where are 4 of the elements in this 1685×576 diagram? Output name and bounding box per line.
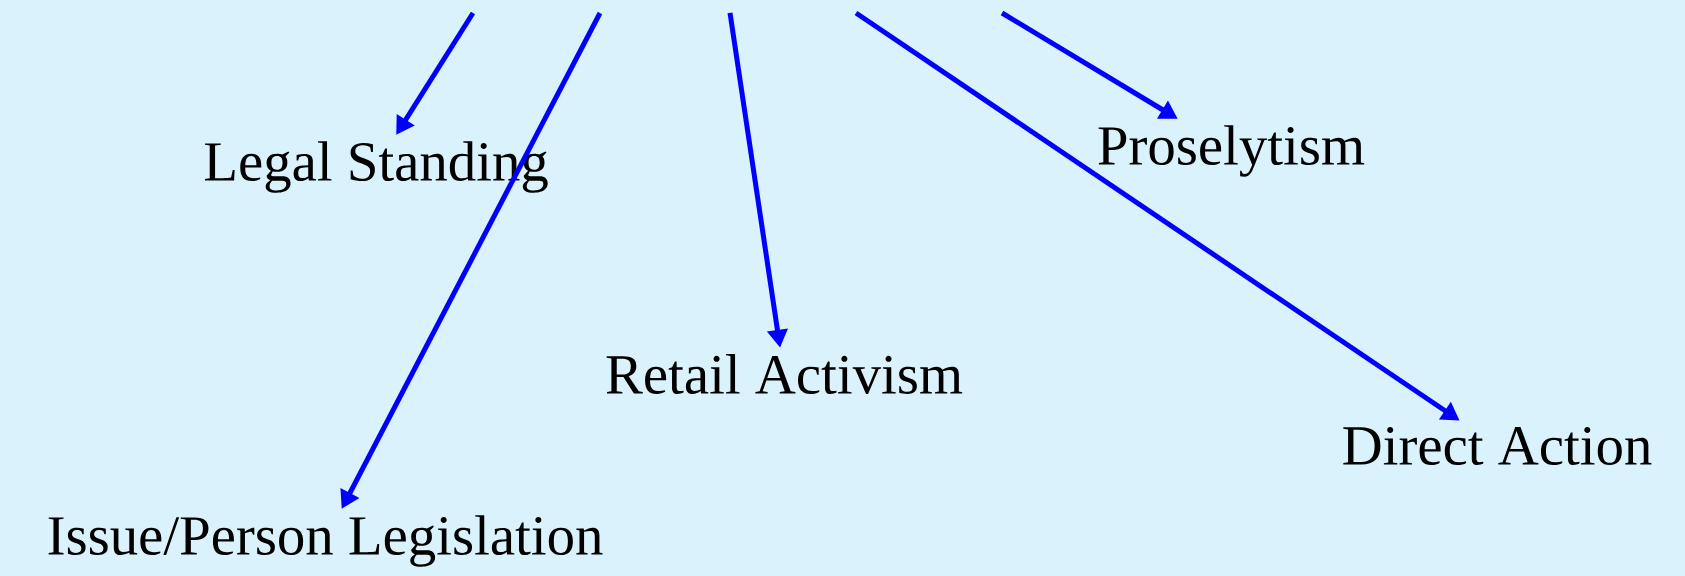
node-label: Proselytism: [1098, 125, 1365, 177]
node-label: Retail Activism: [606, 354, 963, 394]
node-label: Issue/Person Legislation: [48, 515, 603, 567]
node-label: Direct Action: [1343, 426, 1652, 466]
